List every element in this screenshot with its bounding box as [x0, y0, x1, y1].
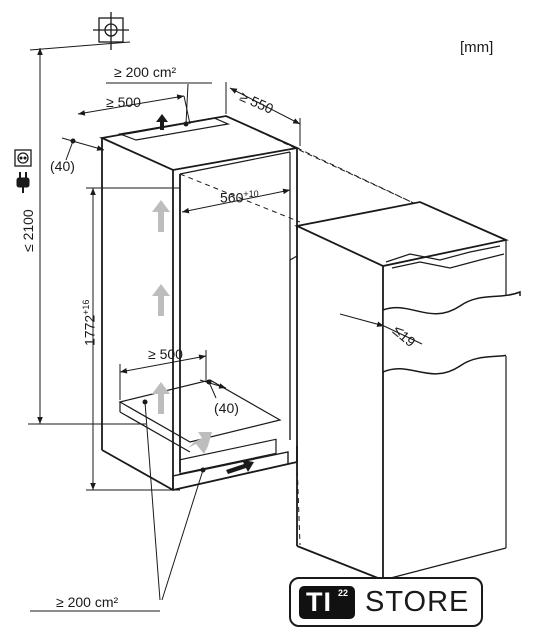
- bottom-depth-label: ≥ 500: [148, 346, 183, 362]
- air-inlet-arrow: [156, 114, 254, 474]
- depth-550-dim-line: [229, 87, 301, 125]
- logo-mark-box: TI 22: [299, 586, 355, 619]
- top-gap-label: (40): [50, 158, 75, 174]
- bottom-depth-dim-line: [119, 354, 207, 374]
- top-depth-dim-line: [77, 94, 185, 116]
- niche-height-value: 1772: [81, 314, 98, 346]
- logo-name: STORE: [365, 586, 470, 618]
- top-gap-dim-line: [61, 137, 105, 151]
- niche-cabinet: [98, 115, 301, 491]
- crosshair-icon: [93, 12, 129, 50]
- socket-icon: [14, 149, 32, 167]
- niche-width-dim-line: [181, 188, 291, 214]
- fridge-control-panel: [385, 245, 505, 269]
- vent-bottom-leader-a: [144, 401, 161, 601]
- top-depth-label: ≥ 500: [106, 94, 141, 110]
- total-height-label: ≤ 2100: [20, 209, 36, 252]
- niche-height-label: 1772+16: [78, 300, 98, 346]
- bottom-gap-label: (40): [214, 400, 239, 416]
- top-reference-line: [29, 41, 131, 51]
- niche-height-tolerance: +16: [81, 299, 91, 315]
- logo-mark: TI: [306, 587, 332, 617]
- store-logo: TI 22 STORE: [289, 577, 483, 627]
- logo-superscript: 22: [338, 588, 349, 598]
- fridge-appliance: [289, 201, 509, 581]
- airflow-arrow-icon: [152, 200, 212, 454]
- vent-bottom-area-label: ≥ 200 cm²: [56, 594, 119, 610]
- unit-label: [mm]: [460, 39, 494, 56]
- plug-icon: [16, 172, 30, 193]
- niche-width-tolerance: +10: [243, 189, 259, 199]
- door-gap-dim-line: [339, 313, 385, 327]
- vent-top-area-label: ≥ 200 cm²: [114, 64, 177, 80]
- niche-width-value: 560: [220, 189, 244, 206]
- vent-bottom-leader-b: [161, 469, 204, 601]
- niche-width-label: 560+10: [220, 186, 259, 206]
